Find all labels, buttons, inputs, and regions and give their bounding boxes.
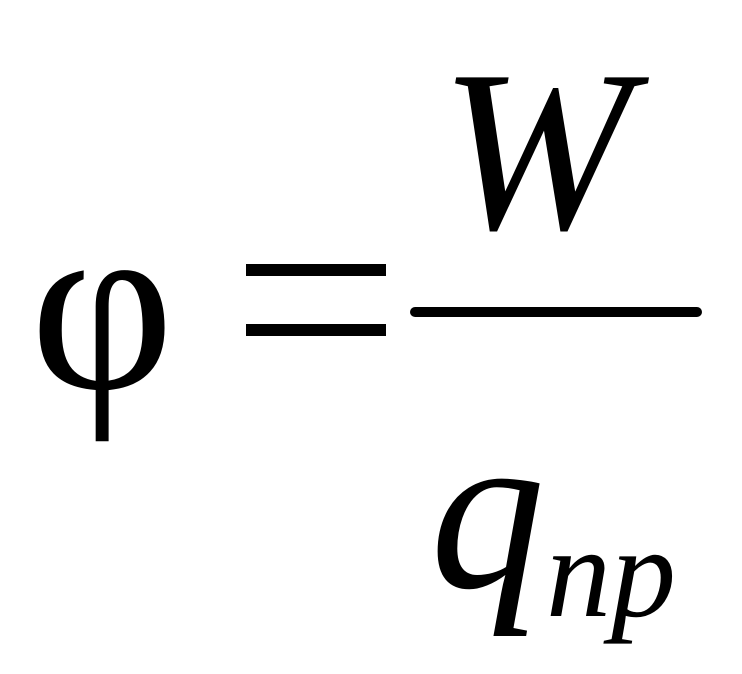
fraction-bar (410, 307, 702, 317)
equals-sign (246, 264, 386, 336)
equals-top-bar (246, 264, 386, 276)
fraction-denominator: q (430, 382, 545, 637)
equals-bottom-bar (246, 324, 386, 336)
fraction-numerator: W (440, 23, 632, 278)
phi-symbol: φ (30, 166, 175, 443)
denominator-subscript: np (546, 501, 676, 645)
